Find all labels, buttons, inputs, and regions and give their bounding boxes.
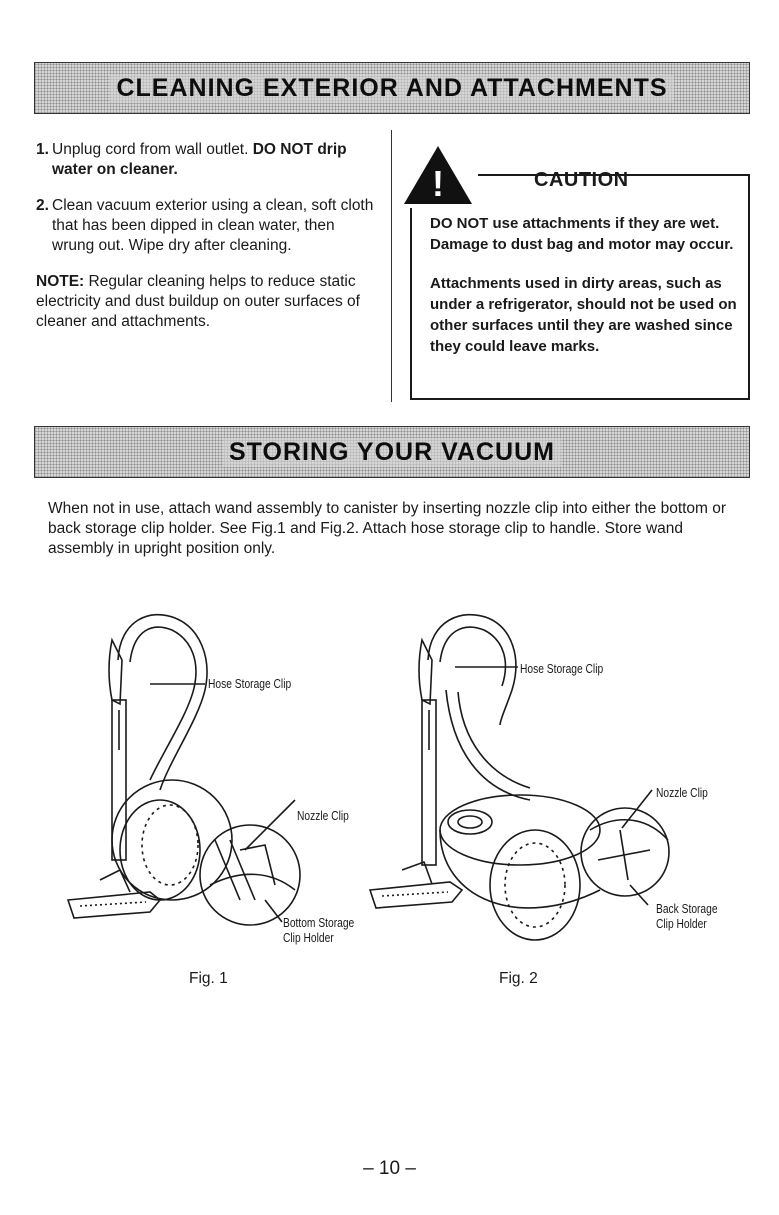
- fig2-nozzle-clip-label: Nozzle Clip: [656, 786, 708, 800]
- caution-title: CAUTION: [534, 169, 629, 191]
- vacuum-illustrations: [66, 613, 670, 941]
- column-divider: [391, 130, 392, 402]
- page-number: – 10 –: [363, 1158, 416, 1179]
- fig1-holder-label-line2: Clip Holder: [283, 931, 334, 945]
- storing-instructions: When not in use, attach wand assembly to…: [48, 500, 727, 557]
- caution-para-1: DO NOT use attachments if they are wet. …: [430, 215, 734, 253]
- step-1: 1. Unplug cord from wall outlet. DO NOT …: [36, 140, 376, 180]
- fig1-holder-label-line1: Bottom Storage: [283, 916, 355, 930]
- note-text: Regular cleaning helps to reduce static …: [36, 273, 360, 330]
- warning-icon: !: [398, 142, 478, 208]
- step-1-number: 1.: [36, 141, 49, 158]
- step-2-text: Clean vacuum exterior using a clean, sof…: [52, 197, 374, 254]
- caution-box: [410, 175, 750, 400]
- fig1-caption: Fig. 1: [189, 970, 228, 987]
- step-2-number: 2.: [36, 197, 49, 214]
- caution-text: DO NOT use attachments if they are wet. …: [430, 213, 745, 375]
- fig2-caption: Fig. 2: [499, 970, 538, 987]
- fig1-illustration: [66, 613, 301, 926]
- section-banner-storing: STORING YOUR VACUUM: [34, 426, 750, 478]
- fig2-holder-label-line2: Clip Holder: [656, 917, 707, 931]
- step-1-warning: DO NOT drip water on cleaner.: [52, 141, 347, 178]
- section-heading-storing: STORING YOUR VACUUM: [223, 437, 561, 467]
- section-banner-cleaning: CLEANING EXTERIOR AND ATTACHMENTS: [34, 62, 750, 114]
- caution-para-2: Attachments used in dirty areas, such as…: [430, 275, 737, 355]
- fig1-nozzle-clip-label: Nozzle Clip: [297, 809, 349, 823]
- fig2-holder-label-line1: Back Storage: [656, 902, 718, 916]
- step-1-text: Unplug cord from wall outlet.: [52, 141, 253, 158]
- step-1-content: Unplug cord from wall outlet. DO NOT dri…: [52, 140, 376, 180]
- caution-box-top-border: [477, 174, 750, 176]
- note-label: NOTE:: [36, 273, 85, 290]
- fig2-illustration: [368, 613, 670, 941]
- svg-text:!: !: [432, 163, 444, 204]
- step-2: 2. Clean vacuum exterior using a clean, …: [36, 196, 376, 256]
- fig1-hose-storage-clip-label: Hose Storage Clip: [208, 677, 292, 691]
- cleaning-note: NOTE: Regular cleaning helps to reduce s…: [36, 272, 376, 332]
- fig2-hose-storage-clip-label: Hose Storage Clip: [520, 662, 604, 676]
- section-heading-cleaning: CLEANING EXTERIOR AND ATTACHMENTS: [110, 73, 674, 103]
- cleaning-steps: 1. Unplug cord from wall outlet. DO NOT …: [36, 140, 376, 332]
